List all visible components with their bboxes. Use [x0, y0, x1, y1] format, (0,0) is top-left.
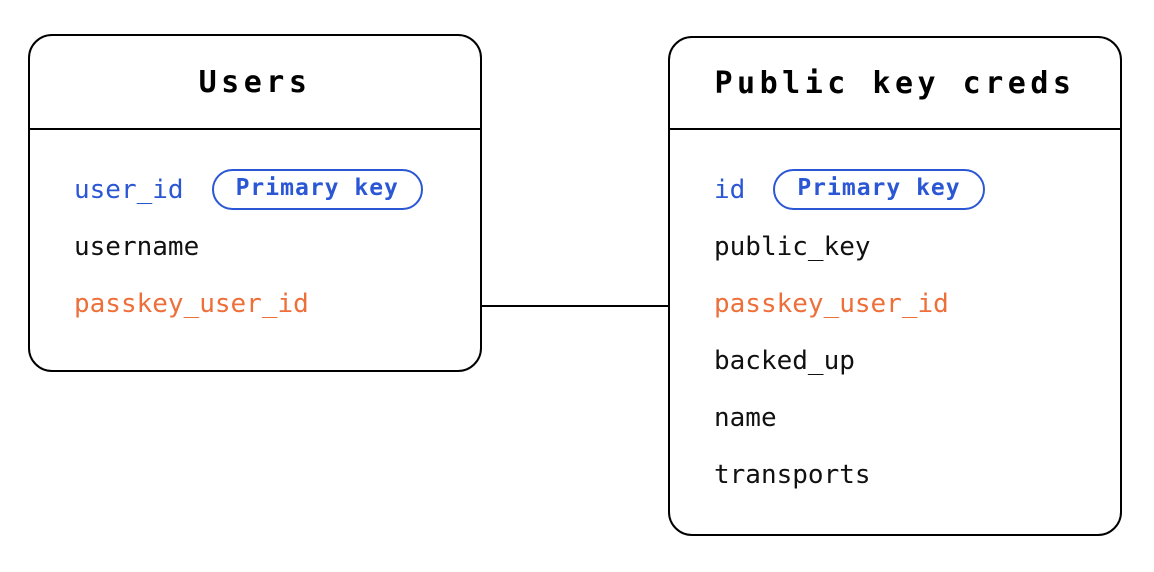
field-name-username: username: [74, 231, 200, 262]
field-user-id: user_id Primary key: [74, 161, 480, 218]
relationship-line: [482, 305, 668, 307]
table-public-key-creds-fields: id Primary key public_key passkey_user_i…: [670, 130, 1120, 503]
field-name-id: id: [714, 174, 746, 205]
field-username: username: [74, 218, 480, 275]
primary-key-badge: Primary key: [773, 168, 985, 211]
table-public-key-creds: Public key creds id Primary key public_k…: [668, 36, 1122, 536]
field-passkey-user-id: passkey_user_id: [74, 275, 480, 332]
field-name-name: name: [714, 402, 777, 433]
table-users-title: Users: [30, 36, 480, 130]
field-name-user-id: user_id: [74, 174, 184, 205]
primary-key-badge: Primary key: [211, 168, 423, 211]
field-name-passkey-user-id: passkey_user_id: [714, 288, 949, 319]
field-name-public-key: public_key: [714, 231, 871, 262]
field-name: name: [714, 389, 1120, 446]
field-backed-up: backed_up: [714, 332, 1120, 389]
field-name-backed-up: backed_up: [714, 345, 855, 376]
field-passkey-user-id: passkey_user_id: [714, 275, 1120, 332]
field-public-key: public_key: [714, 218, 1120, 275]
field-name-transports: transports: [714, 459, 871, 490]
table-users: Users user_id Primary key username passk…: [28, 34, 482, 372]
field-name-passkey-user-id: passkey_user_id: [74, 288, 309, 319]
table-users-fields: user_id Primary key username passkey_use…: [30, 130, 480, 332]
field-transports: transports: [714, 446, 1120, 503]
field-id: id Primary key: [714, 161, 1120, 218]
table-public-key-creds-title: Public key creds: [670, 38, 1120, 130]
